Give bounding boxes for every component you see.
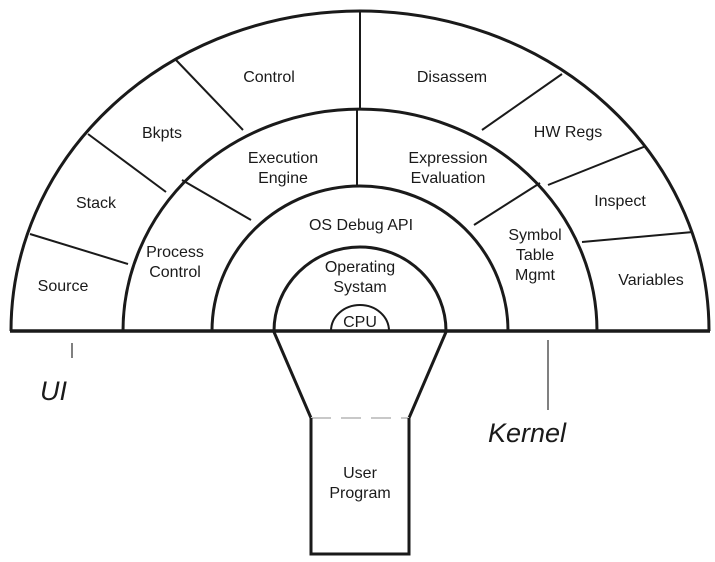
os-debug-api-arc [210, 184, 510, 332]
ui-divider-1 [29, 233, 129, 265]
ui-divider-6 [547, 145, 647, 186]
kernel-process-control-line2: Control [149, 264, 201, 281]
ui-segment-variables: Variables [618, 272, 684, 289]
ui-divider-2 [87, 133, 167, 193]
user-program-line1: User [343, 465, 377, 482]
kernel-process-control-line1: Process [146, 244, 204, 261]
ui-segment-stack: Stack [76, 195, 117, 212]
ui-divider-5 [481, 73, 563, 131]
ui-segment-control: Control [243, 69, 295, 86]
kernel-callout-label: Kernel [488, 418, 567, 448]
os-debug-api-label: OS Debug API [309, 217, 413, 234]
kernel-symbol-table-line1: Symbol [508, 227, 561, 244]
kernel-expression-evaluation-line2: Evaluation [411, 170, 486, 187]
user-program-box [309, 418, 411, 556]
operating-system-arc [272, 245, 448, 332]
ui-segment-source: Source [38, 278, 89, 295]
ui-segment-inspect: Inspect [594, 193, 646, 210]
kernel-symbol-table-line3: Mgmt [515, 267, 556, 284]
kernel-divider-3 [473, 182, 541, 226]
kernel-divider-1 [181, 179, 252, 221]
kernel-execution-engine-line2: Engine [258, 170, 308, 187]
kernel-symbol-table-line2: Table [516, 247, 554, 264]
operating-system-line1: Operating [325, 259, 395, 276]
funnel [272, 331, 448, 419]
kernel-expression-evaluation-line1: Expression [408, 150, 487, 167]
cpu-label: CPU [343, 314, 377, 331]
ui-callout-label: UI [40, 376, 67, 406]
cpu-arc [330, 304, 390, 332]
user-program-line2: Program [329, 485, 390, 502]
ui-segment-bkpts: Bkpts [142, 125, 182, 142]
ui-segment-hw-regs: HW Regs [534, 124, 602, 141]
ui-divider-3 [175, 59, 244, 131]
ui-divider-7 [581, 231, 694, 243]
operating-system-line2: Systam [333, 279, 386, 296]
kernel-ring-arc [121, 107, 599, 332]
ui-segment-disassem: Disassem [417, 69, 487, 86]
kernel-execution-engine-line1: Execution [248, 150, 318, 167]
